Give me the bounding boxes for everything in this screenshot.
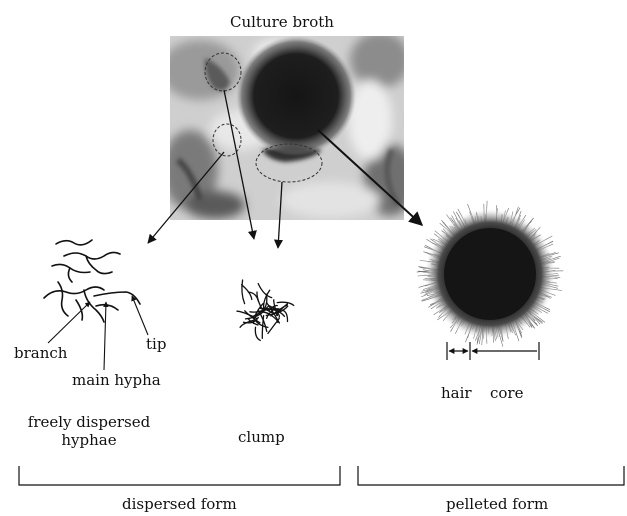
label-tip: tip — [146, 335, 166, 353]
bracket-pelleted — [358, 466, 624, 485]
title-culture-broth: Culture broth — [230, 13, 334, 31]
pointer-main-hypha — [104, 302, 106, 370]
culture-photo — [160, 32, 416, 220]
label-freely-dispersed: freely dispersed hyphae — [14, 413, 164, 449]
pointer-tip — [132, 296, 148, 335]
clump-hypha — [242, 280, 245, 304]
label-freely-dispersed-line1: freely dispersed — [14, 413, 164, 431]
group-brackets — [19, 466, 624, 485]
clump-drawing — [237, 280, 294, 340]
pellet-drawing — [417, 201, 564, 347]
clump-hypha — [282, 310, 287, 321]
label-branch: branch — [14, 344, 67, 362]
label-core: core — [490, 384, 523, 402]
dispersed-hyphae-drawing — [44, 240, 140, 322]
pellet-measure — [447, 342, 539, 360]
bracket-dispersed — [19, 466, 340, 485]
label-hair: hair — [441, 384, 472, 402]
label-clump: clump — [238, 428, 285, 446]
label-freely-dispersed-line2: hyphae — [14, 431, 164, 449]
clump-hypha — [255, 327, 260, 340]
label-dispersed-form: dispersed form — [122, 495, 237, 513]
clump-hypha — [240, 320, 253, 327]
label-main-hypha: main hypha — [72, 371, 161, 389]
label-pelleted-form: pelleted form — [446, 495, 548, 513]
pointer-branch — [48, 302, 90, 343]
